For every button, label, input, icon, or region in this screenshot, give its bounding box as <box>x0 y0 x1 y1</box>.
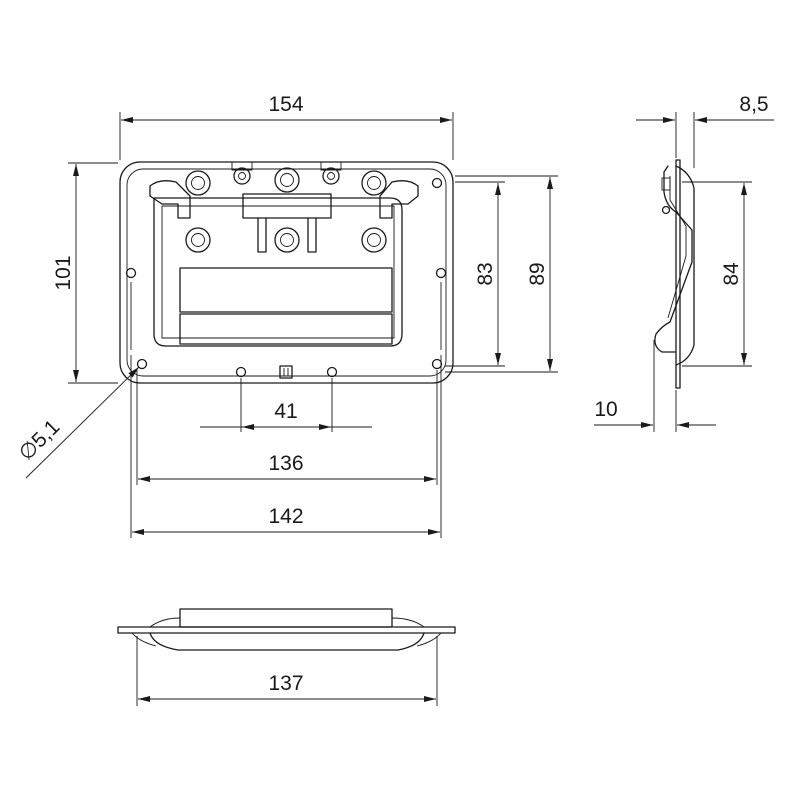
side-view <box>654 159 695 389</box>
mounting-hole <box>125 267 137 279</box>
bottom-handle-ends <box>149 617 425 628</box>
rivet <box>238 172 246 180</box>
handle-frame <box>153 197 403 347</box>
mounting-hole <box>431 177 443 189</box>
handle-frame-inner <box>161 205 395 339</box>
rivet <box>361 170 387 196</box>
side-handle-arm <box>654 165 693 353</box>
rivet <box>361 227 387 253</box>
bottom-body <box>149 632 425 651</box>
mounting-hole <box>136 358 148 370</box>
logo-mark <box>279 365 293 379</box>
rivet <box>274 167 300 193</box>
rivet <box>233 167 251 185</box>
rivet <box>191 176 205 190</box>
side-body <box>675 165 695 366</box>
dim-label-41: 41 <box>274 400 297 423</box>
grip-bar-upper <box>179 267 393 313</box>
side-handle-arm-inner <box>667 176 687 319</box>
top-rivets <box>185 167 387 196</box>
bottom-view <box>117 608 456 651</box>
mounting-holes <box>125 177 447 378</box>
bottom-handle <box>179 608 393 628</box>
side-flange <box>675 159 681 389</box>
front-view <box>119 161 454 384</box>
rivet <box>280 233 294 247</box>
rivet <box>322 167 340 185</box>
right-bracket <box>379 180 419 219</box>
bottom-flange <box>117 626 456 634</box>
front-plate-outline <box>119 161 454 384</box>
rivet <box>185 170 211 196</box>
side-dimensions: 8,5 84 10 <box>594 93 774 432</box>
bottom-body-inner <box>131 632 442 647</box>
dim-label-83: 83 <box>474 262 497 285</box>
mounting-hole <box>435 267 447 279</box>
front-dimensions: 154 101 83 89 41 136 142 <box>14 93 558 538</box>
side-pivot-block <box>661 177 671 191</box>
dim-label-8-5: 8,5 <box>739 93 768 116</box>
dim-label-101: 101 <box>52 255 75 290</box>
dim-label-137: 137 <box>268 672 303 695</box>
rivet <box>280 173 294 187</box>
mounting-hole <box>326 366 338 378</box>
side-pivot <box>661 205 671 215</box>
rivet <box>274 227 300 253</box>
grip-bar-lower <box>179 313 393 345</box>
leader-hole-diameter <box>25 366 140 479</box>
bottom-dimensions: 137 <box>136 636 438 706</box>
dim-label-89: 89 <box>526 262 549 285</box>
rivet <box>327 172 335 180</box>
rivet <box>185 227 211 253</box>
latch-arm <box>307 217 317 253</box>
dim-label-142: 142 <box>268 505 303 528</box>
latch-arm <box>257 217 267 253</box>
left-bracket <box>149 180 191 219</box>
dim-label-10: 10 <box>594 398 617 421</box>
mounting-hole <box>235 366 247 378</box>
latch-block <box>242 193 332 219</box>
dim-label-84: 84 <box>720 262 743 286</box>
rivet <box>367 176 381 190</box>
top-notch <box>320 162 342 171</box>
rivet <box>367 233 381 247</box>
lower-rivets <box>185 227 387 253</box>
top-notch <box>231 162 253 171</box>
dim-label-136: 136 <box>268 452 303 475</box>
mounting-hole <box>431 358 443 370</box>
dim-label-hole-diameter: ∅5,1 <box>14 415 64 465</box>
dim-label-154: 154 <box>268 93 303 116</box>
rivet <box>191 233 205 247</box>
